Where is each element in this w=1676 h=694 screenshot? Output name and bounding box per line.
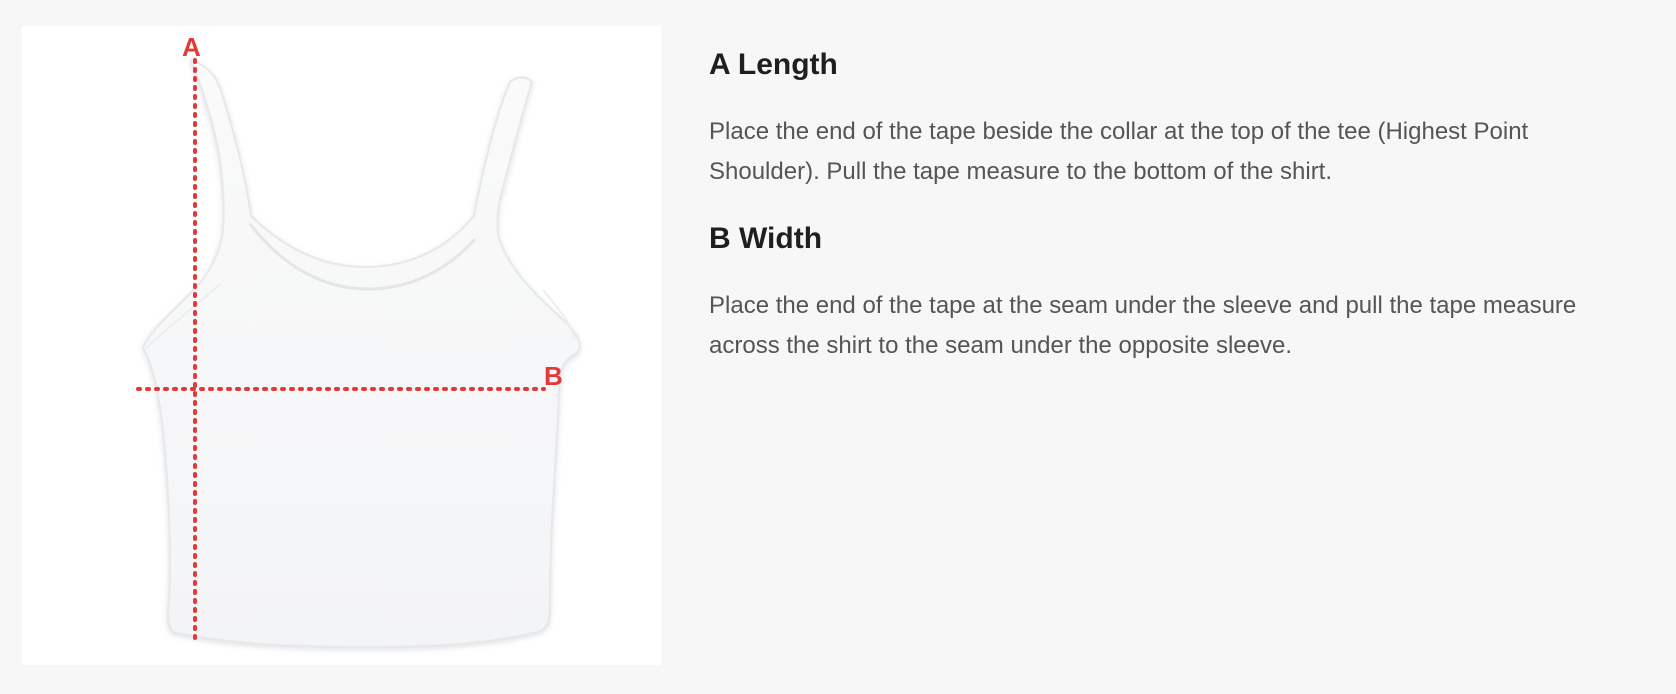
length-description: Place the end of the tape beside the col…: [709, 118, 1529, 185]
width-title: B Width: [709, 222, 823, 255]
width-section: B Width Place the end of the tape at the…: [709, 214, 1639, 366]
width-description: Place the end of the tape at the seam un…: [709, 292, 1577, 359]
length-marker-label: A: [182, 32, 201, 62]
tank-top-shape: [141, 58, 581, 649]
width-marker-label: B: [544, 361, 563, 391]
measurement-guide: A Length Place the end of the tape besid…: [709, 40, 1639, 388]
length-section: A Length Place the end of the tape besid…: [709, 40, 1639, 192]
measurement-figure: A B: [22, 26, 661, 665]
tank-top-diagram: A B: [136, 32, 581, 649]
length-title: A Length: [709, 48, 838, 81]
